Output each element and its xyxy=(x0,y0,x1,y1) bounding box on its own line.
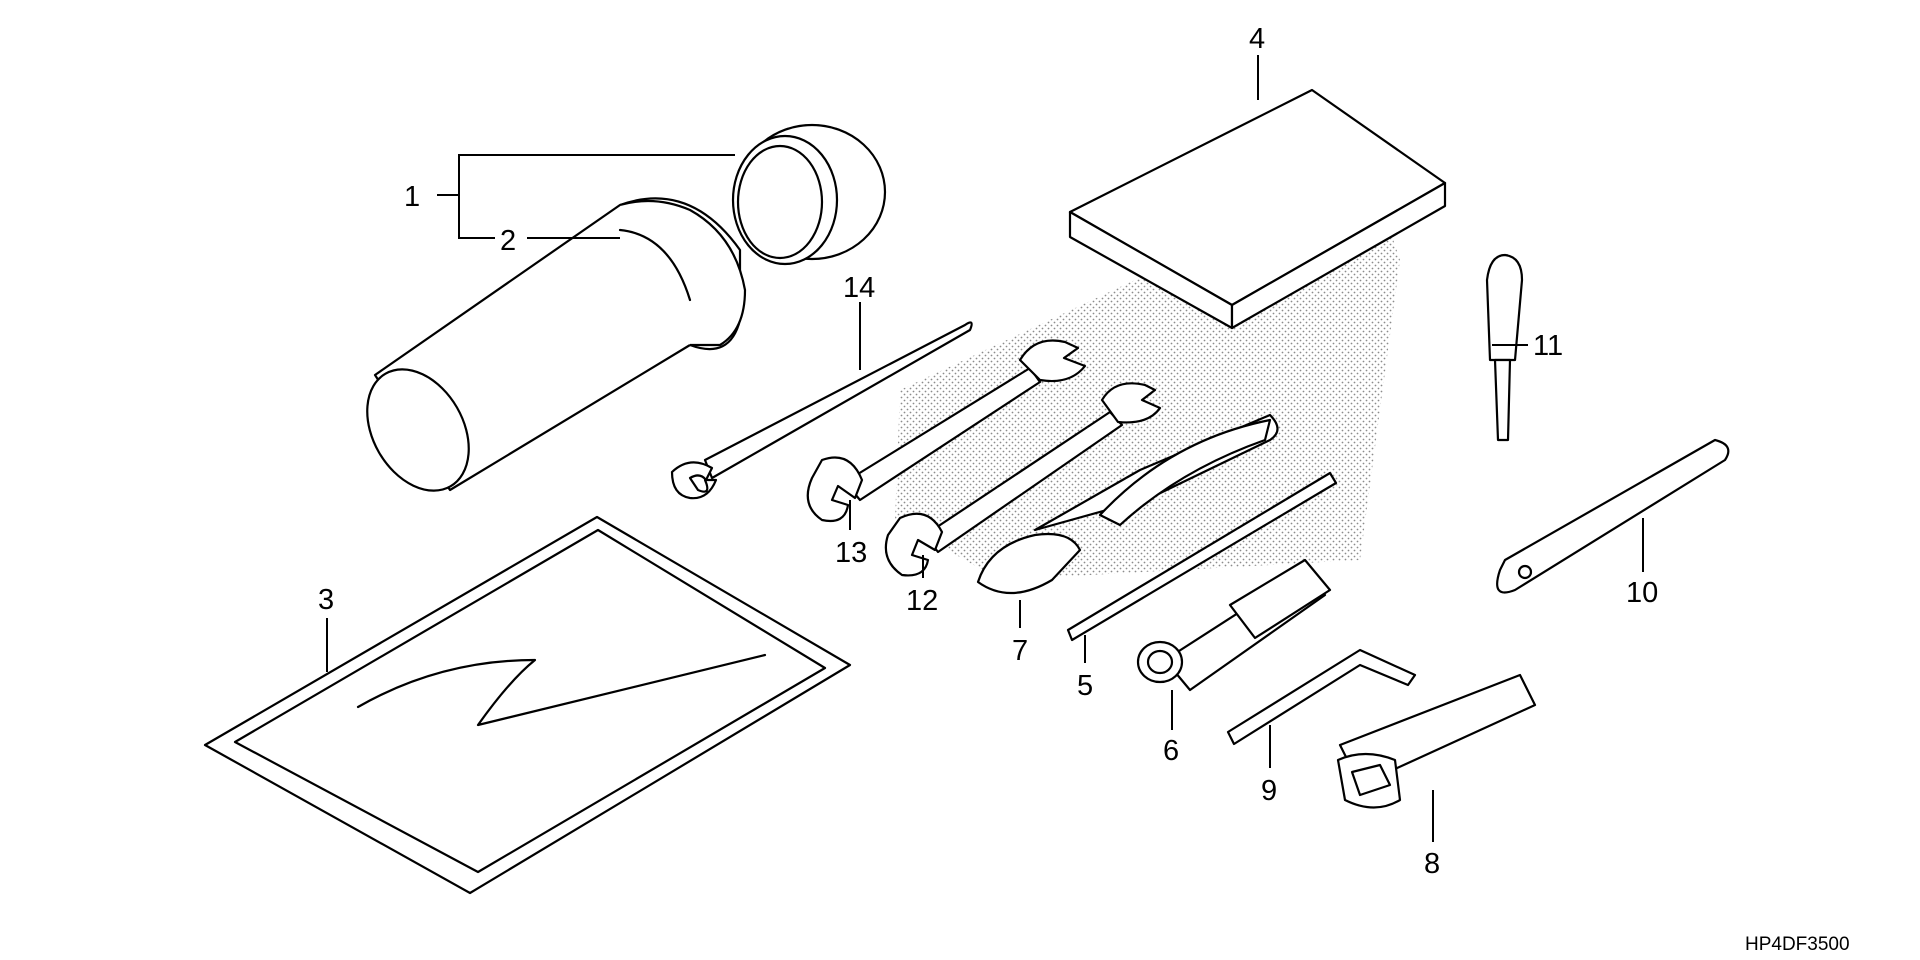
callout-7: 7 xyxy=(1012,635,1028,667)
callout-4: 4 xyxy=(1249,23,1265,55)
callout-8: 8 xyxy=(1424,848,1440,880)
document-bag-part-3[interactable] xyxy=(203,515,852,895)
wrench-part-12[interactable] xyxy=(884,382,1162,577)
callout-6: 6 xyxy=(1163,735,1179,767)
callout-3: 3 xyxy=(318,584,334,616)
socket-part-6[interactable] xyxy=(1136,558,1332,692)
callout-13: 13 xyxy=(835,537,867,569)
callout-9: 9 xyxy=(1261,775,1277,807)
pliers-part-7[interactable] xyxy=(976,413,1279,595)
diagram-code: HP4DF3500 xyxy=(1745,934,1850,955)
tool-bag-part-1[interactable] xyxy=(347,123,887,509)
wrench-part-13[interactable] xyxy=(806,339,1087,523)
screwdriver-part-5[interactable] xyxy=(1066,471,1338,642)
leader-lines xyxy=(326,55,1644,842)
callout-10: 10 xyxy=(1626,577,1658,609)
spark-plug-wrench-part-8[interactable] xyxy=(1336,673,1537,809)
handle-part-11[interactable] xyxy=(1485,253,1524,442)
callout-11: 11 xyxy=(1533,330,1563,362)
hex-key-part-9[interactable] xyxy=(1226,648,1417,746)
callout-1: 1 xyxy=(404,181,420,213)
owners-manual-part-4[interactable] xyxy=(1068,88,1447,330)
callout-12: 12 xyxy=(906,585,938,617)
wrench-part-14[interactable] xyxy=(670,321,973,500)
callout-2: 2 xyxy=(500,225,516,257)
callout-5: 5 xyxy=(1077,670,1093,702)
wrench-part-10[interactable] xyxy=(1496,438,1730,594)
callout-14: 14 xyxy=(843,272,875,304)
